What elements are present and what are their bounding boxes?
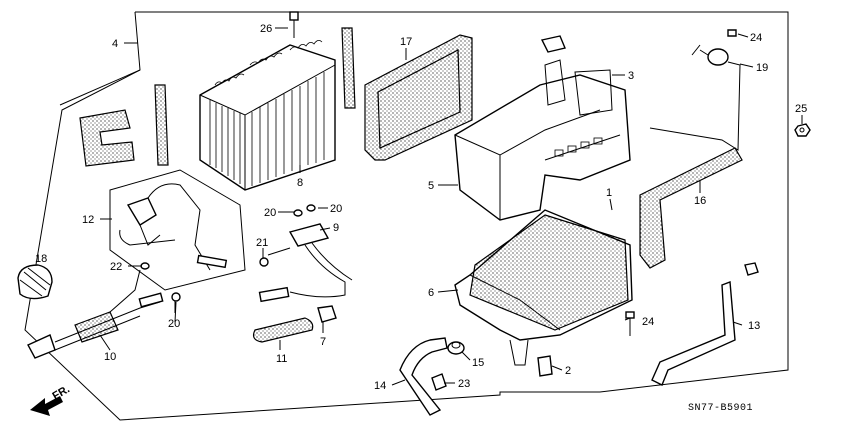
- seal-strip-right: [341, 27, 356, 109]
- callout-4: 4: [112, 38, 118, 50]
- o-ring: [306, 204, 316, 212]
- hose-clip: [431, 373, 447, 391]
- assembly-outline: [24, 11, 789, 421]
- grommet-18: [17, 264, 53, 300]
- callout-23: 23: [458, 378, 470, 390]
- callout-9: 9: [333, 222, 339, 234]
- callout-6: 6: [428, 287, 434, 299]
- thermostat: [649, 44, 741, 151]
- screw-lower: [625, 311, 635, 336]
- bolt: [289, 11, 299, 38]
- callout-1: 1: [606, 187, 612, 199]
- bracket-2: [537, 355, 553, 377]
- callout-8: 8: [297, 177, 303, 189]
- assembly-outline-inner: [59, 69, 141, 106]
- callout-7: 7: [320, 336, 326, 348]
- seal-c-shape: [79, 109, 135, 167]
- callout-21: 21: [256, 237, 268, 249]
- callout-16: 16: [694, 195, 706, 207]
- front-direction-arrow: [30, 396, 63, 416]
- callout-14: 14: [374, 380, 386, 392]
- callout-25: 25: [795, 103, 807, 115]
- screw-top: [727, 29, 737, 37]
- leader-lines: [99, 27, 803, 386]
- case-clip: [540, 35, 566, 53]
- bracket-bolt: [744, 262, 759, 276]
- nut: [794, 123, 811, 137]
- callout-5: 5: [428, 180, 434, 192]
- callout-20-top-right: 20: [330, 203, 342, 215]
- seal-strip-left: [154, 84, 169, 166]
- suction-pipe: [258, 223, 353, 303]
- evaporator-core: [199, 40, 336, 191]
- callout-17: 17: [400, 36, 412, 48]
- direction-label: FR.: [51, 383, 72, 402]
- callout-20-top-left: 20: [264, 207, 276, 219]
- valve-group-outline: [109, 169, 246, 291]
- callout-15: 15: [472, 357, 484, 369]
- callout-3: 3: [628, 70, 634, 82]
- callout-19: 19: [756, 62, 768, 74]
- diagram-code: SN77-B5901: [688, 403, 753, 414]
- drain-hose: [399, 337, 448, 416]
- callout-18: 18: [35, 253, 47, 265]
- seal-16: [639, 147, 743, 269]
- grommet: [447, 341, 465, 355]
- callout-24-bottom: 24: [642, 316, 654, 328]
- upper-case: [454, 59, 631, 221]
- seal-17: [364, 34, 473, 161]
- o-ring: [259, 257, 269, 267]
- callout-11: 11: [276, 353, 287, 365]
- o-ring: [293, 209, 303, 217]
- o-ring: [140, 262, 150, 270]
- callout-12: 12: [82, 214, 94, 226]
- callout-2: 2: [565, 365, 571, 377]
- pipe-clip: [317, 305, 337, 323]
- o-ring: [171, 292, 181, 302]
- pipe-seal: [252, 317, 314, 343]
- lower-case: [454, 209, 633, 366]
- liquid-pipe: [27, 269, 164, 359]
- callout-20-bottom: 20: [168, 318, 180, 330]
- expansion-valve: [119, 183, 228, 271]
- bracket-13: [651, 281, 736, 386]
- callout-10: 10: [104, 351, 116, 363]
- callout-22: 22: [110, 261, 122, 273]
- callout-26: 26: [260, 23, 272, 35]
- callout-24-top: 24: [750, 32, 762, 44]
- callout-13: 13: [748, 320, 760, 332]
